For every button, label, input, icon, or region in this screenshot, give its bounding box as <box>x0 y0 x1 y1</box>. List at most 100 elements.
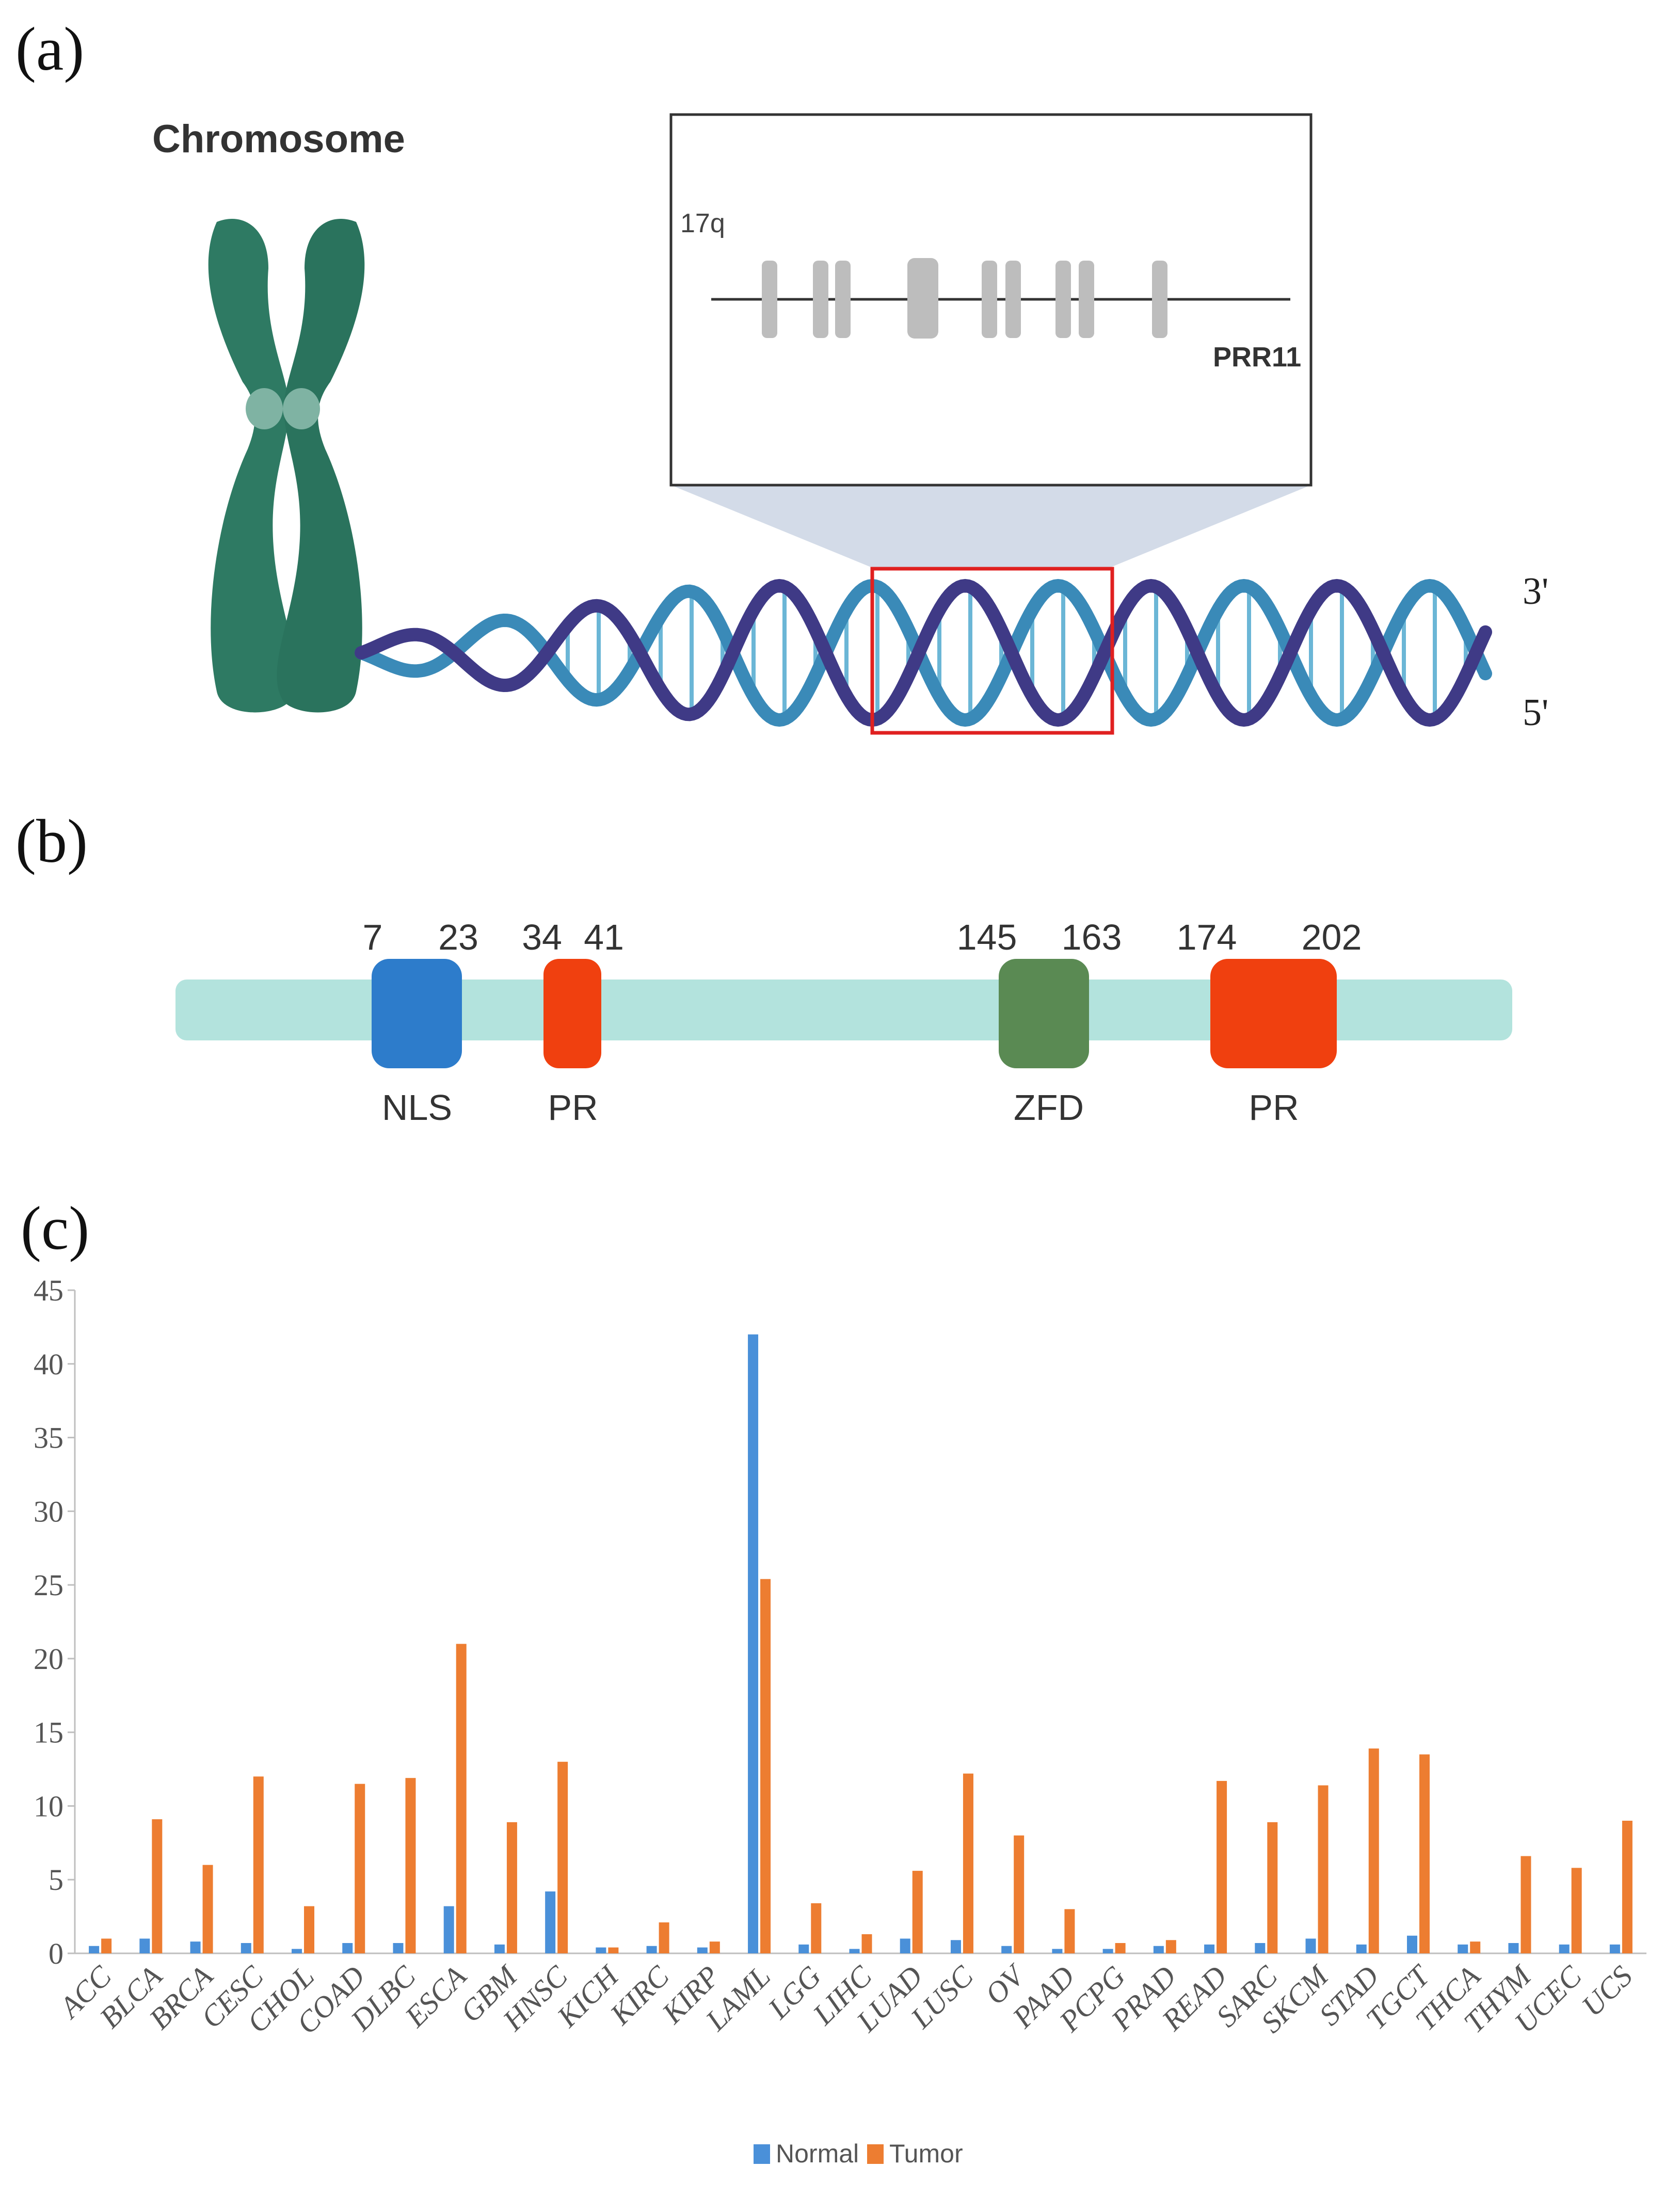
bar-normal-tgct <box>1406 1935 1417 1953</box>
domain-pr-2-end: 202 <box>1302 917 1362 957</box>
bar-normal-brca <box>190 1941 201 1953</box>
domain-nls-block <box>372 959 462 1068</box>
bar-tumor-stad <box>1368 1748 1379 1953</box>
y-tick-label: 25 <box>34 1568 63 1602</box>
bar-tumor-gbm <box>506 1822 517 1953</box>
y-tick-label: 10 <box>34 1789 63 1823</box>
bar-normal-read <box>1204 1944 1215 1953</box>
panel-b-label: (b) <box>15 807 88 875</box>
bar-tumor-acc <box>101 1938 112 1953</box>
panel-a-label: (a) <box>15 14 84 83</box>
bar-tumor-kirc <box>659 1922 669 1953</box>
bar-normal-skcm <box>1305 1938 1316 1953</box>
bar-normal-paad <box>1052 1949 1063 1953</box>
legend-label-normal: Normal <box>776 2139 859 2168</box>
legend-swatch-tumor <box>867 2144 884 2164</box>
locus-label: 17q <box>680 208 725 238</box>
bar-normal-thca <box>1458 1944 1468 1953</box>
bar-tumor-hnsc <box>557 1761 568 1953</box>
y-tick-label: 5 <box>49 1863 63 1897</box>
bar-normal-ucec <box>1559 1944 1570 1953</box>
bar-tumor-pcpg <box>1115 1943 1126 1953</box>
dna-helix <box>355 579 1492 727</box>
bar-tumor-luad <box>912 1871 923 1953</box>
strand-3-prime-label: 3' <box>1523 570 1548 613</box>
gene-label: PRR11 <box>1213 342 1301 373</box>
y-tick-label: 0 <box>49 1937 63 1970</box>
bar-normal-acc <box>89 1946 100 1953</box>
bar-normal-chol <box>292 1949 302 1953</box>
bar-tumor-kirp <box>709 1941 720 1953</box>
domain-nls-start: 7 <box>363 917 383 957</box>
bar-tumor-blca <box>152 1819 163 1953</box>
y-tick-label: 35 <box>34 1421 63 1455</box>
bar-tumor-lusc <box>963 1773 973 1953</box>
domain-zfd-end: 163 <box>1062 917 1122 957</box>
legend: Normal Tumor <box>754 2139 963 2168</box>
chromosome-graphic <box>208 219 365 713</box>
domain-nls: 7 23 NLS <box>363 917 478 1128</box>
bar-tumor-paad <box>1064 1909 1075 1953</box>
bar-tumor-thca <box>1470 1941 1481 1953</box>
domain-zfd-block <box>999 959 1089 1068</box>
bar-tumor-prad <box>1165 1940 1176 1953</box>
dna-base-pairs <box>566 586 1468 719</box>
domain-nls-label: NLS <box>382 1087 452 1128</box>
legend-label-tumor: Tumor <box>889 2139 963 2168</box>
y-tick-label: 20 <box>34 1642 63 1676</box>
exon-blocks <box>762 258 1167 339</box>
bar-normal-laml <box>748 1334 759 1953</box>
panel-c: (c) 051015202530354045ACCBLCABRCACESCCHO… <box>21 1194 1646 2168</box>
domain-pr-1-start: 34 <box>522 917 562 957</box>
domain-pr-1-end: 41 <box>584 917 624 957</box>
bar-tumor-ucs <box>1622 1821 1633 1953</box>
y-tick-label: 40 <box>34 1347 63 1381</box>
panel-c-label: (c) <box>21 1194 89 1262</box>
bar-tumor-laml <box>760 1579 771 1953</box>
domain-zfd: 145 163 ZFD <box>957 917 1122 1128</box>
bar-tumor-chol <box>304 1906 315 1953</box>
panel-a: (a) Chromosome 17q PRR11 <box>15 14 1548 735</box>
protein-backbone <box>175 980 1512 1040</box>
zoom-projection <box>671 485 1311 568</box>
bar-normal-pcpg <box>1102 1949 1113 1953</box>
strand-5-prime-label: 5' <box>1523 692 1548 734</box>
bar-normal-lgg <box>798 1944 809 1953</box>
bar-tumor-coad <box>355 1784 365 1953</box>
bar-tumor-lgg <box>811 1903 822 1953</box>
domain-pr-2-block <box>1210 959 1337 1068</box>
bar-tumor-esca <box>456 1644 467 1953</box>
bar-normal-coad <box>342 1943 353 1953</box>
bar-normal-lihc <box>849 1949 860 1953</box>
domain-pr-1: 34 41 PR <box>522 917 624 1128</box>
bar-normal-dlbc <box>393 1943 404 1953</box>
dna-strand-b <box>355 579 1492 727</box>
chromosome-label: Chromosome <box>152 117 405 161</box>
bar-chart: 051015202530354045ACCBLCABRCACESCCHOLCOA… <box>34 1274 1646 2041</box>
x-tick-label: UCS <box>1575 1959 1639 2023</box>
bar-normal-sarc <box>1255 1943 1266 1953</box>
bar-normal-cesc <box>241 1943 251 1953</box>
bar-normal-ov <box>1001 1946 1012 1953</box>
bar-normal-kich <box>596 1947 606 1953</box>
bar-normal-luad <box>900 1938 910 1953</box>
y-tick-label: 45 <box>34 1274 63 1307</box>
domain-pr-1-block <box>543 959 601 1068</box>
domain-zfd-start: 145 <box>957 917 1017 957</box>
y-tick-label: 15 <box>34 1716 63 1749</box>
bar-normal-esca <box>443 1906 454 1953</box>
bar-tumor-kich <box>608 1947 619 1953</box>
bar-normal-kirp <box>697 1947 708 1953</box>
highlight-box <box>870 567 1114 735</box>
bar-tumor-skcm <box>1318 1785 1329 1953</box>
bar-tumor-thym <box>1521 1856 1531 1953</box>
bar-tumor-dlbc <box>405 1778 416 1953</box>
bar-tumor-ov <box>1014 1835 1025 1953</box>
bar-normal-hnsc <box>545 1891 556 1953</box>
bar-tumor-brca <box>202 1865 213 1953</box>
bar-tumor-cesc <box>253 1776 264 1953</box>
bar-tumor-lihc <box>861 1934 872 1953</box>
bar-normal-kirc <box>646 1946 657 1953</box>
x-tick-label: KIRC <box>603 1959 676 2031</box>
